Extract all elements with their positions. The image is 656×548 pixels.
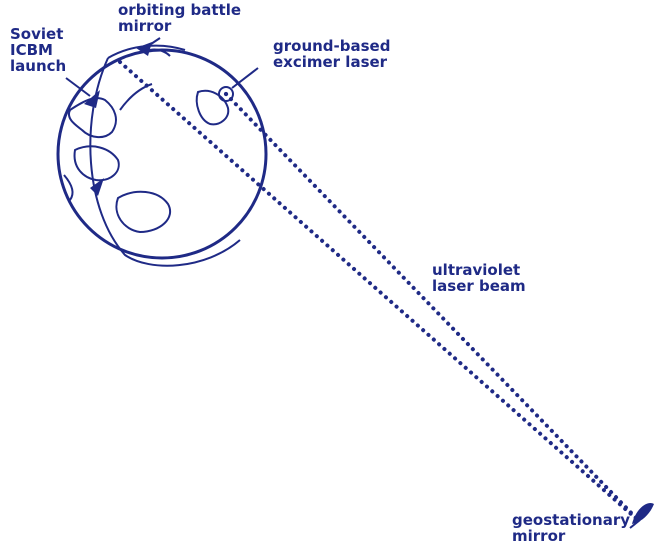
continent-southeast-asia [75,146,119,180]
earth-globe [58,50,266,258]
coastline-north [120,84,152,110]
label-geostationary-mirror: geostationary mirror [512,512,630,544]
orbit-path [90,58,240,266]
laser-beam-ground-to-geo [226,94,640,522]
label-orbiting-battle-mirror: orbiting battle mirror [118,2,241,34]
continent-north-america [197,91,229,124]
ground-laser-pointer [232,68,258,88]
geostationary-mirror-icon [630,503,654,528]
continents [64,84,228,232]
continent-australia [116,192,170,232]
label-ultraviolet-laser-beam: ultraviolet laser beam [432,262,526,294]
label-ground-based-excimer-laser: ground-based excimer laser [273,38,390,70]
label-soviet-icbm-launch: Soviet ICBM launch [10,26,66,74]
laser-beam-mirror-to-geo [120,62,640,522]
